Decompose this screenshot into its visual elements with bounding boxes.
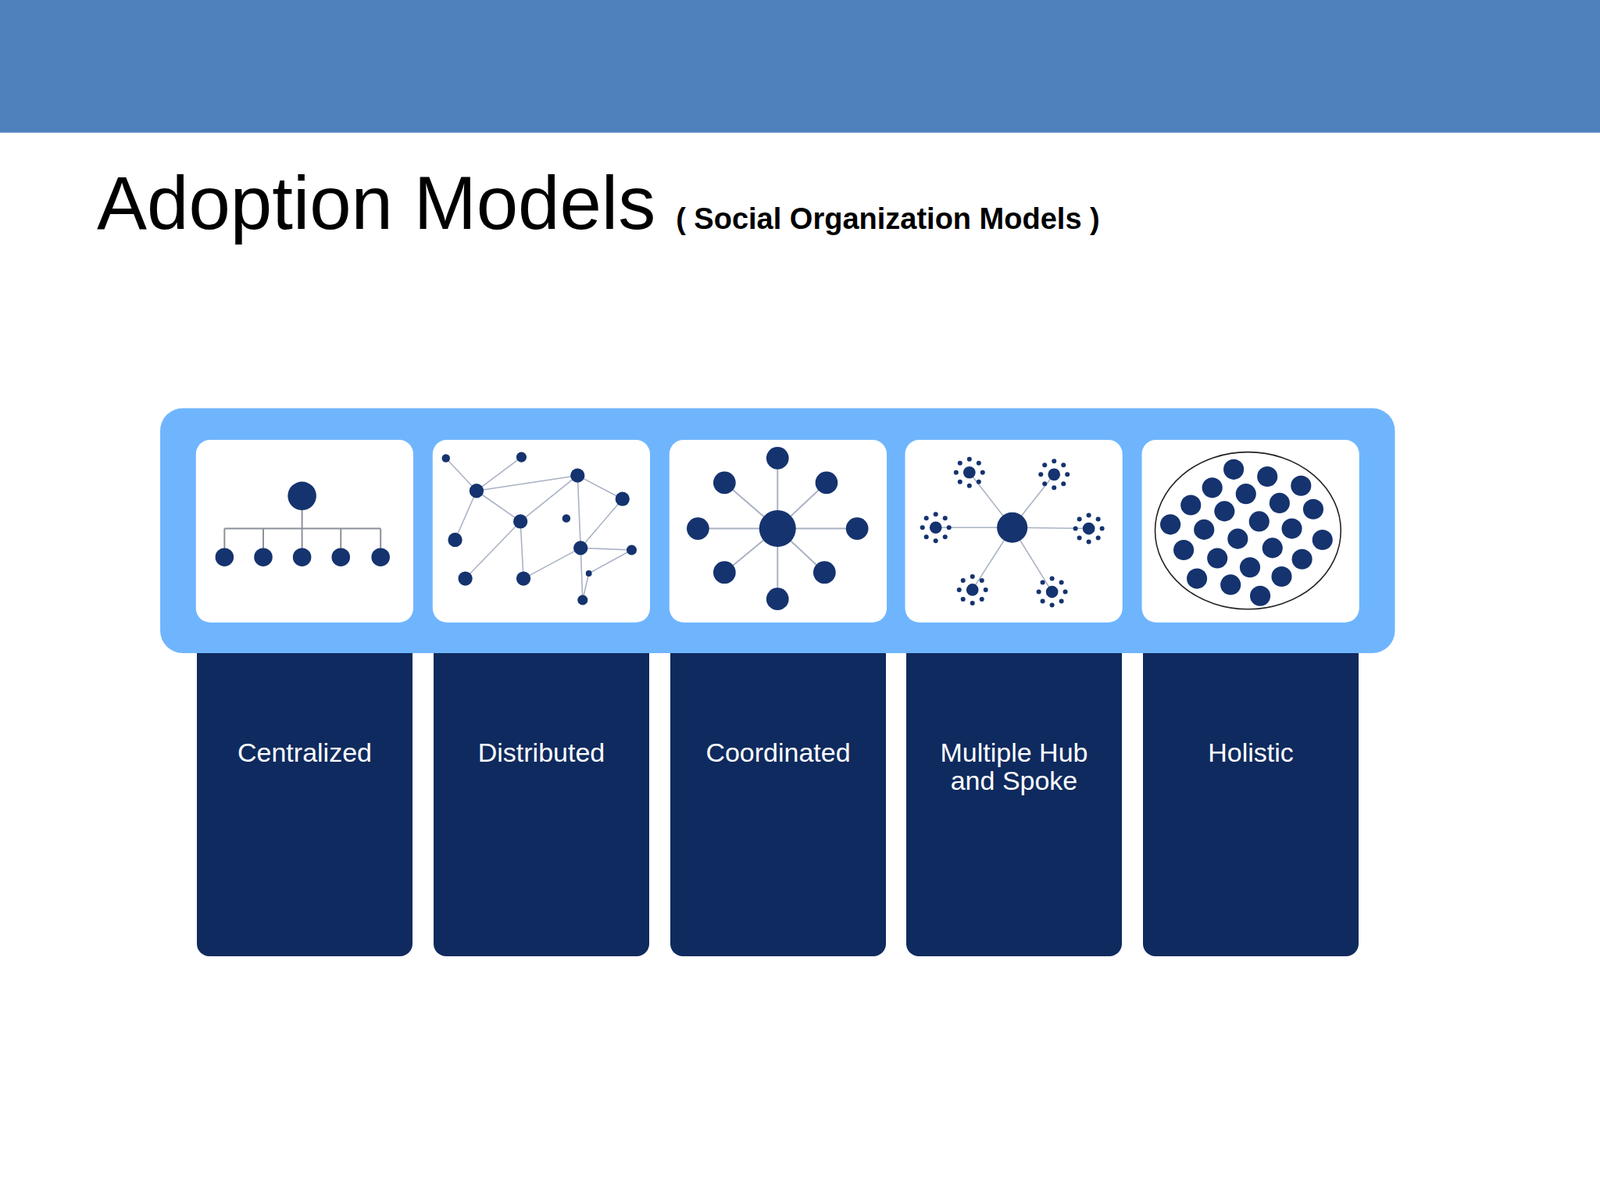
model-label: Centralized (220, 739, 390, 768)
holistic-icon (1155, 452, 1342, 610)
model-column: Centralized (196, 653, 413, 957)
icon-panel (160, 407, 1395, 653)
model-column: Distributed (433, 653, 650, 957)
icon-cards (196, 439, 1360, 623)
centralized-icon (215, 481, 390, 566)
coordinated-icon (686, 446, 868, 611)
top-bar (0, 0, 1600, 133)
distributed-icon (442, 452, 637, 606)
model-label: Multiple Hub and Spoke (929, 739, 1099, 795)
hub-spoke-icon (920, 457, 1105, 608)
model-label: Holistic (1166, 739, 1336, 768)
heading: Adoption Models ( Social Organization Mo… (96, 160, 1100, 247)
model-column: Coordinated (670, 653, 886, 957)
model-column: Multiple Hub and Spoke (906, 653, 1122, 957)
model-label: Coordinated (693, 739, 863, 768)
model-label: Distributed (457, 739, 626, 768)
model-column: Holistic (1142, 653, 1359, 957)
subtitle: ( Social Organization Models ) (675, 202, 1100, 236)
slide-title: Adoption Models (96, 160, 656, 247)
